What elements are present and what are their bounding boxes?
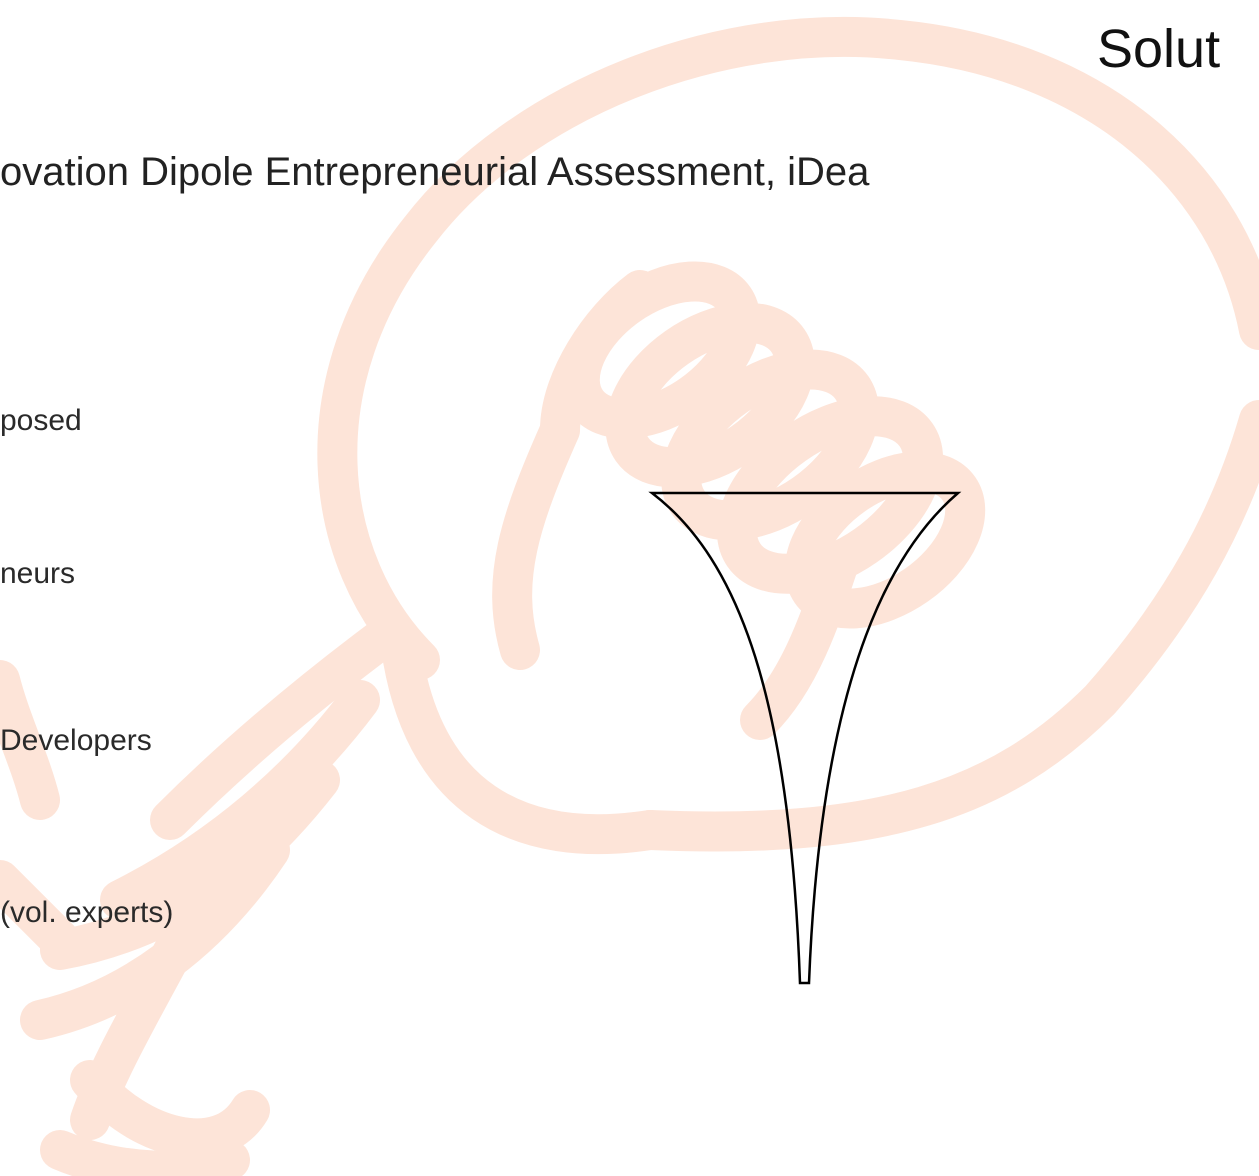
funnel-label-1: posed (0, 404, 82, 437)
slide-subtitle: ovation Dipole Entrepreneurial Assessmen… (0, 150, 870, 194)
funnel-label-4: (vol. experts) (0, 896, 174, 929)
funnel-icon (648, 491, 962, 985)
slide-title: Solut (1097, 19, 1221, 79)
funnel-label-3: Developers (0, 724, 152, 757)
funnel-label-2: neurs (0, 557, 76, 590)
